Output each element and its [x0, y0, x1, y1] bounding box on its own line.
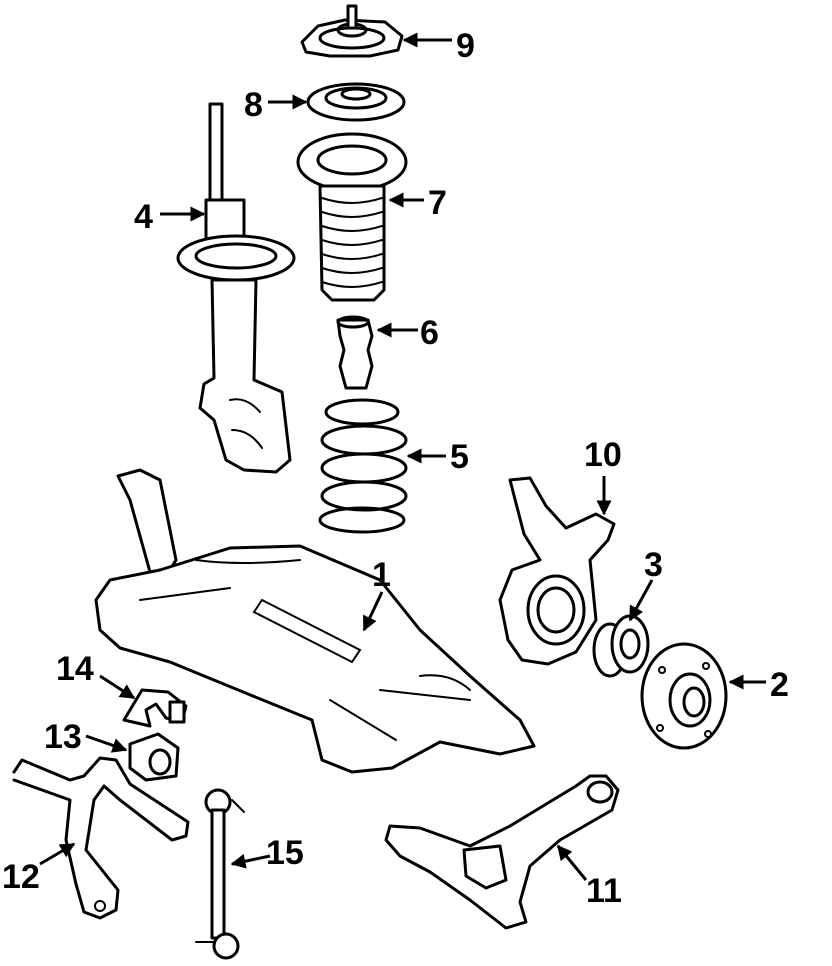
- leader-arrows: [39, 32, 766, 881]
- callout-12: 12: [2, 858, 40, 896]
- arrow-15: [230, 853, 271, 869]
- steering-knuckle-part: [498, 476, 616, 666]
- coil-spring-part: [318, 398, 408, 534]
- callout-4: 4: [134, 198, 153, 236]
- callout-labels: 9 8 7 4 6 5 10 3 1 2 14 13 12 15 11: [2, 27, 789, 910]
- callout-13: 13: [44, 718, 82, 756]
- callout-14: 14: [56, 650, 94, 688]
- arrow-12: [39, 842, 76, 866]
- callout-5: 5: [450, 438, 469, 476]
- wheel-hub-part: [640, 642, 728, 750]
- callout-3: 3: [644, 546, 663, 584]
- callout-8: 8: [244, 86, 263, 124]
- strut-mount-part: [300, 4, 404, 58]
- callout-10: 10: [584, 436, 622, 474]
- arrow-1: [362, 591, 384, 632]
- callout-2: 2: [770, 666, 789, 704]
- arrow-13: [85, 734, 128, 753]
- wheel-bearing-part: [592, 614, 650, 678]
- callout-1: 1: [372, 556, 391, 594]
- arrow-11: [556, 844, 588, 881]
- arrow-14: [99, 674, 136, 700]
- arrow-3: [628, 579, 654, 622]
- crossmember-part: [94, 468, 536, 774]
- strut-assembly-part: [176, 102, 296, 474]
- bump-stop-part: [336, 315, 374, 390]
- stabilizer-bracket-part: [122, 688, 188, 728]
- callout-11: 11: [586, 872, 622, 910]
- stabilizer-bar-part: [12, 756, 190, 920]
- dust-boot-part: [296, 132, 408, 302]
- callout-6: 6: [420, 314, 439, 352]
- stabilizer-link-part: [195, 788, 245, 960]
- callout-7: 7: [428, 184, 447, 222]
- stabilizer-bushing-part: [128, 732, 180, 782]
- lower-control-arm-part: [384, 774, 620, 930]
- callout-15: 15: [266, 834, 304, 872]
- bearing-plate-part: [306, 82, 406, 122]
- callout-9: 9: [456, 27, 475, 65]
